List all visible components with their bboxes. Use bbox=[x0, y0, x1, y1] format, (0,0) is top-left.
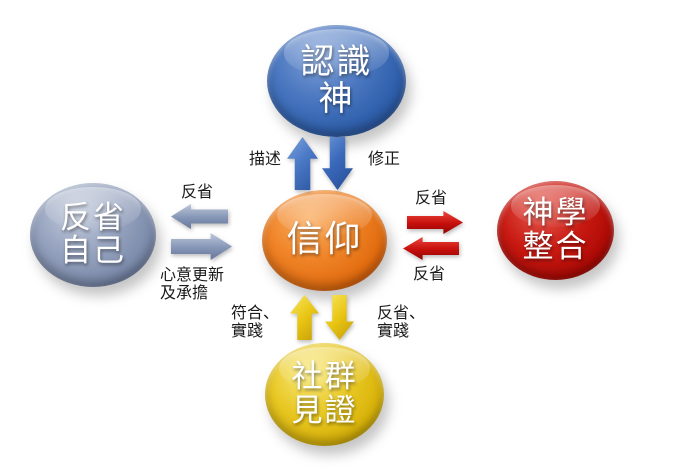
edge-label-conform: 符合、 實踐 bbox=[231, 304, 279, 340]
edge-label-revise: 修正 bbox=[368, 149, 401, 168]
node-know-god-label-line1: 認識 bbox=[300, 42, 373, 83]
node-faith: 信仰 bbox=[262, 190, 387, 291]
node-theology-label-line2: 整合 bbox=[522, 228, 589, 265]
down-arrow-icon bbox=[322, 137, 353, 190]
node-reflect-self-label-line1: 反省 bbox=[60, 199, 126, 236]
down-arrow-icon bbox=[325, 295, 354, 340]
edge-label-renewal: 心意更新 及承擔 bbox=[160, 266, 224, 302]
node-reflect-self: 反省 自己 bbox=[30, 183, 156, 287]
left-arrow-icon bbox=[171, 204, 228, 229]
edge-label-reflect-practice-line2: 實踐 bbox=[377, 321, 410, 340]
edge-label-reflect-practice: 反省、 實踐 bbox=[377, 304, 425, 340]
right-arrow-icon bbox=[407, 211, 463, 234]
node-know-god-label-line2: 神 bbox=[318, 79, 355, 119]
edge-label-reflect-right-top: 反省 bbox=[415, 188, 448, 207]
node-theological-integration: 神學 整合 bbox=[497, 181, 614, 280]
up-arrow-icon bbox=[290, 295, 319, 340]
node-know-god: 認識 神 bbox=[267, 25, 406, 137]
edge-label-reflect-right-bottom: 反省 bbox=[413, 264, 446, 283]
edge-label-reflect-practice-line1: 反省、 bbox=[377, 303, 426, 322]
edge-label-reflect-left-top: 反省 bbox=[181, 182, 214, 201]
edge-label-describe: 描述 bbox=[249, 149, 282, 168]
node-theology-label-line1: 神學 bbox=[522, 195, 589, 232]
right-arrow-icon bbox=[171, 233, 232, 260]
edge-label-conform-line2: 實踐 bbox=[231, 321, 264, 340]
edge-label-renewal-line1: 心意更新 bbox=[160, 265, 225, 284]
node-community-label-line2: 見證 bbox=[291, 392, 358, 429]
node-faith-label: 信仰 bbox=[286, 219, 363, 261]
node-reflect-self-label-line2: 自己 bbox=[60, 233, 126, 269]
up-arrow-icon bbox=[287, 137, 318, 190]
node-community-label-line1: 社群 bbox=[291, 359, 358, 396]
edge-label-conform-line1: 符合、 bbox=[231, 303, 280, 322]
edge-label-renewal-line2: 及承擔 bbox=[160, 283, 209, 302]
node-community-witness: 社群 見證 bbox=[265, 343, 384, 446]
left-arrow-icon bbox=[403, 237, 459, 260]
